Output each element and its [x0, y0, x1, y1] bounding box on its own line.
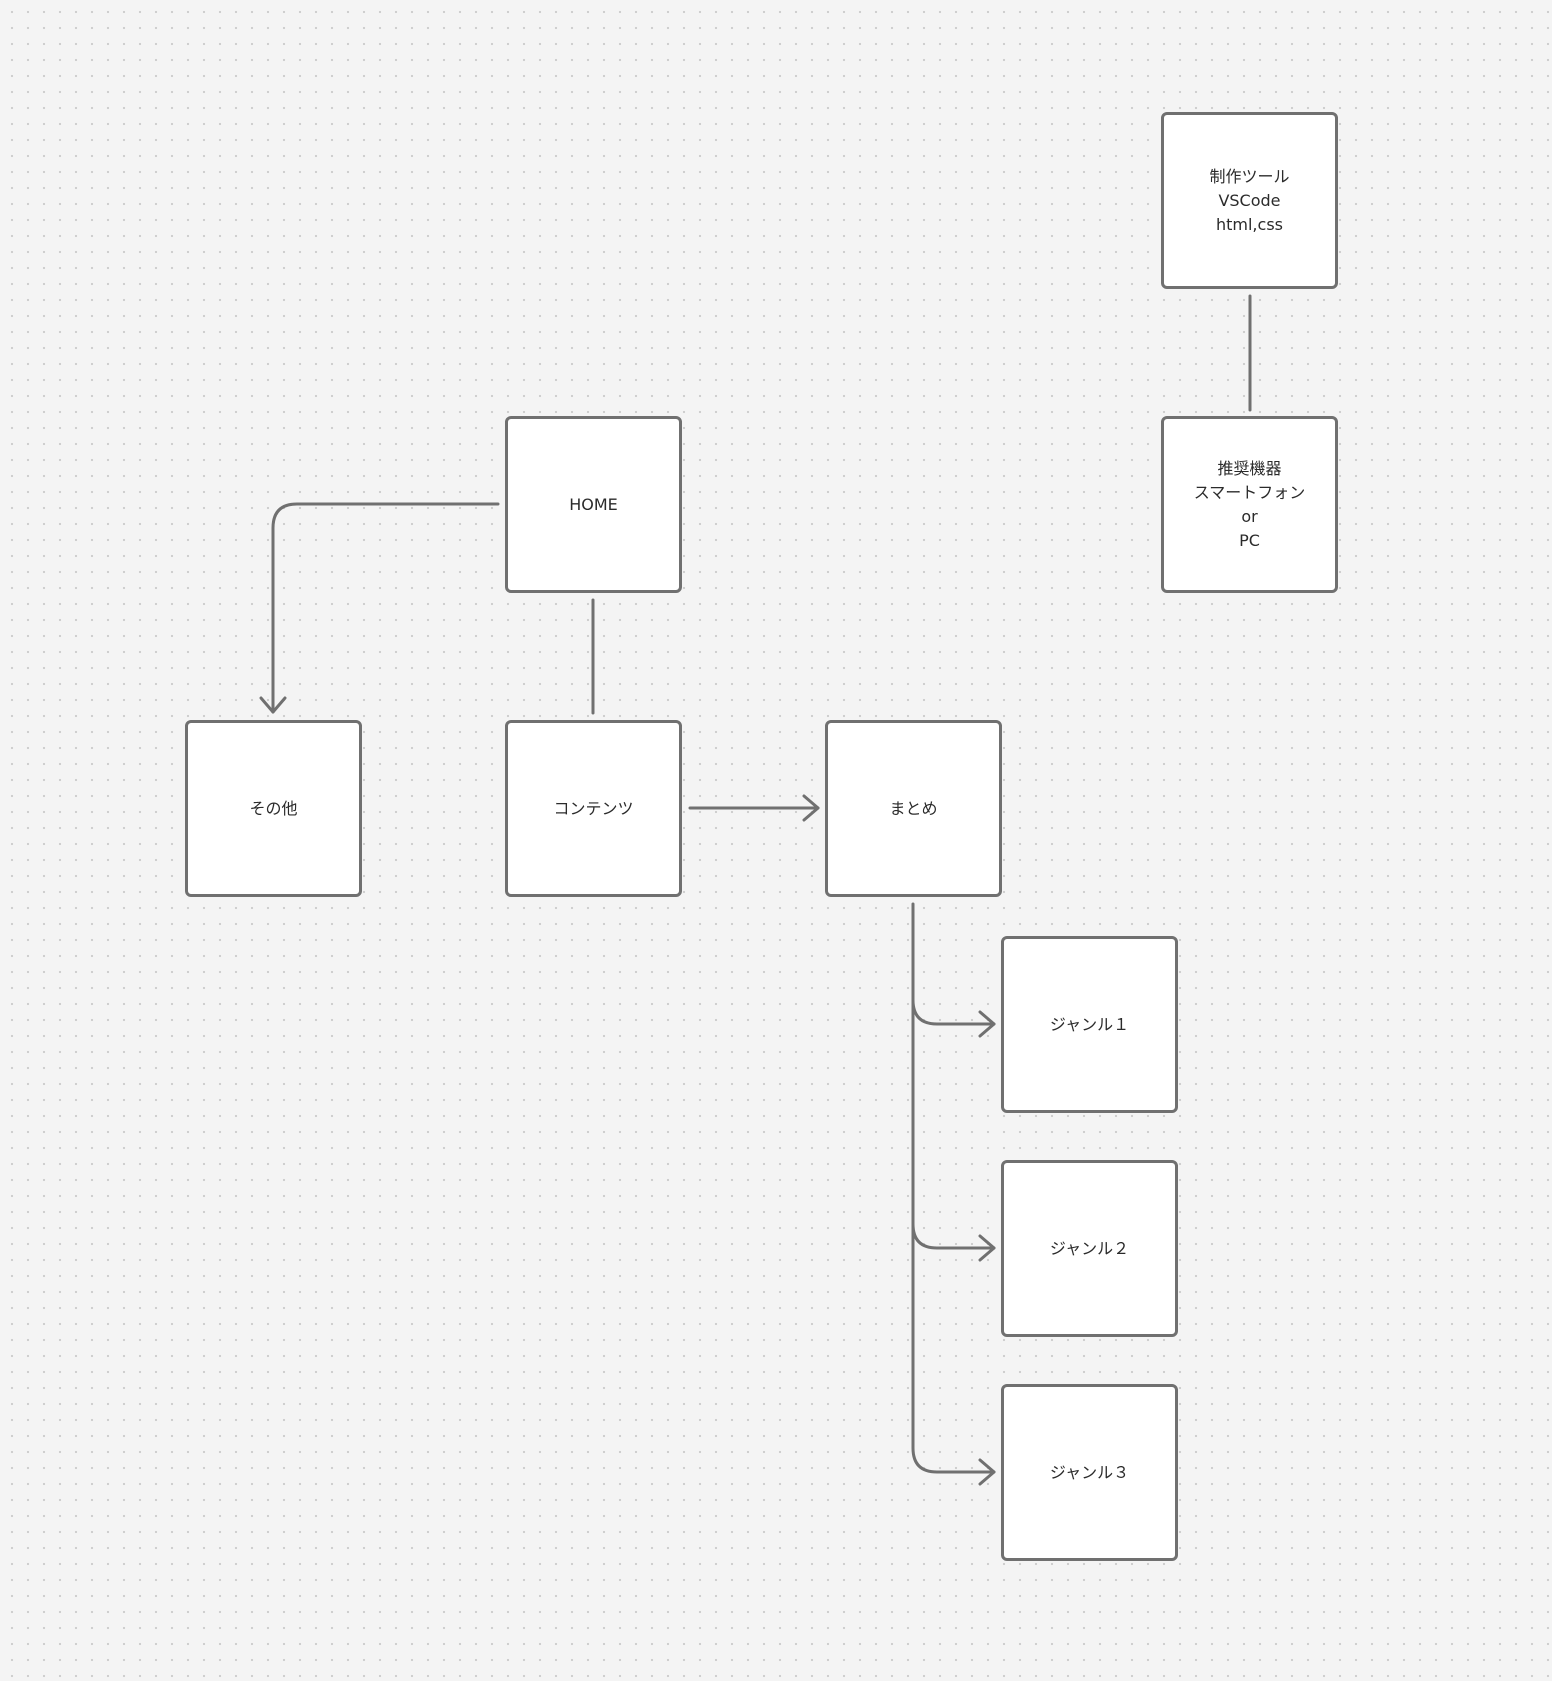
node-tools[interactable]: 制作ツール VSCode html,css [1161, 112, 1338, 289]
node-other[interactable]: その他 [185, 720, 362, 897]
node-genre2-label: ジャンル２ [1049, 1238, 1130, 1258]
node-devices[interactable]: 推奨機器 スマートフォン or PC [1161, 416, 1338, 593]
edge-summary-genre2-arrowhead [978, 1234, 996, 1262]
node-genre2[interactable]: ジャンル２ [1001, 1160, 1178, 1337]
node-tools-label: 制作ツール VSCode html,css [1209, 166, 1290, 234]
edge-summary-genre2[interactable] [911, 1222, 996, 1250]
edge-summary-trunk[interactable] [911, 902, 996, 1474]
node-genre3[interactable]: ジャンル３ [1001, 1384, 1178, 1561]
node-home[interactable]: HOME [505, 416, 682, 593]
node-summary-label: まとめ [889, 798, 938, 818]
node-home-label: HOME [569, 494, 618, 514]
edge-summary-genre3-arrowhead [978, 1458, 996, 1486]
node-genre1[interactable]: ジャンル１ [1001, 936, 1178, 1113]
edge-contents-summary-arrowhead [802, 794, 820, 822]
node-contents-label: コンテンツ [553, 798, 634, 818]
node-devices-label: 推奨機器 スマートフォン or PC [1193, 458, 1306, 550]
node-contents[interactable]: コンテンツ [505, 720, 682, 897]
node-other-label: その他 [249, 798, 298, 818]
edge-home-other-arrowhead [259, 696, 287, 714]
node-genre1-label: ジャンル１ [1049, 1014, 1130, 1034]
edge-summary-genre1[interactable] [911, 998, 996, 1026]
edge-home-other[interactable] [271, 502, 500, 714]
node-summary[interactable]: まとめ [825, 720, 1002, 897]
node-genre3-label: ジャンル３ [1049, 1462, 1130, 1482]
edge-summary-genre1-arrowhead [978, 1010, 996, 1038]
